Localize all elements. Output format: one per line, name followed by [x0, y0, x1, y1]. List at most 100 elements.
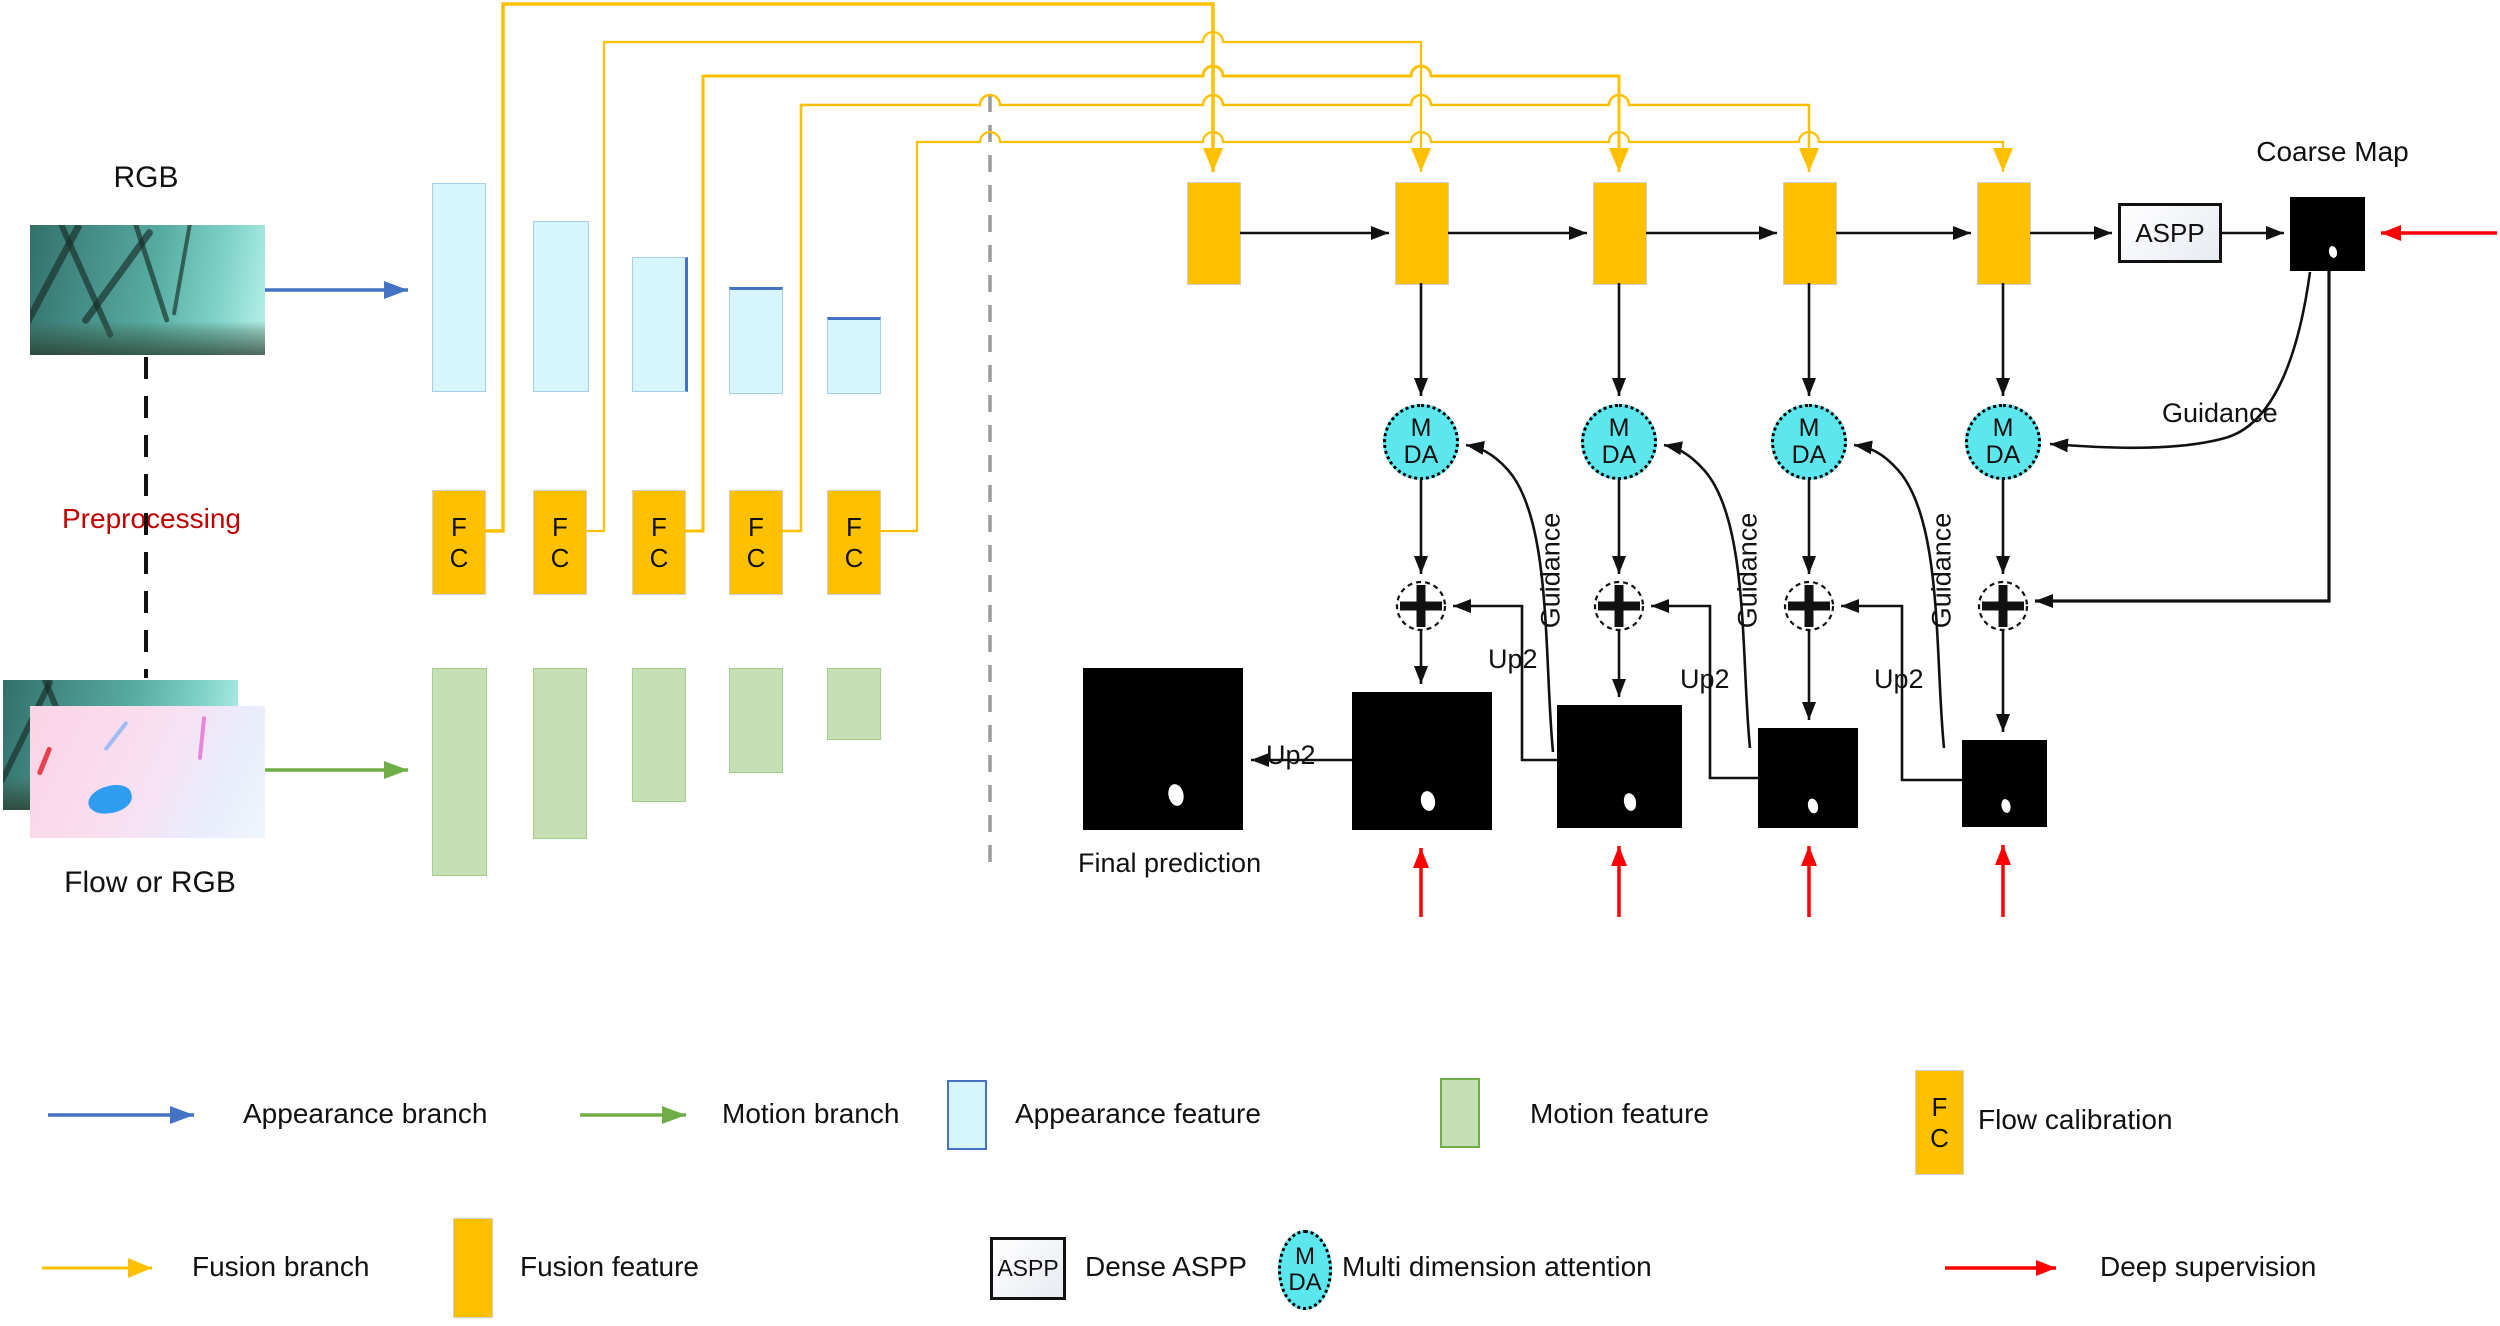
fc-letter-f: F — [552, 511, 568, 542]
motion-feature-bar-1 — [432, 668, 487, 876]
legend-appearance-feature-swatch — [947, 1080, 987, 1150]
motion-feature-bar-3 — [632, 668, 686, 802]
fc-letter-c: C — [746, 542, 766, 573]
aspp-label: ASPP — [2135, 217, 2205, 248]
up2-label-final: Up2 — [1266, 740, 1316, 770]
rgb-input-image — [30, 225, 265, 355]
final-prediction-image — [1083, 668, 1243, 830]
fc-letter-f: F — [651, 511, 667, 542]
mda-letter-da: DA — [1791, 441, 1827, 469]
deep-supervision-arrows — [1413, 225, 2497, 917]
guidance-curve-coarse — [2049, 271, 2312, 453]
prediction-map-3 — [1557, 705, 1682, 828]
mda-letter-m: M — [1295, 1243, 1315, 1270]
fusion-line-5 — [879, 130, 2013, 533]
mda-letter-m: M — [1410, 414, 1432, 442]
guidance-curve-4 — [1853, 440, 1946, 749]
legend-label-multi-dimension-attention: Multi dimension attention — [1342, 1251, 1652, 1282]
aspp-box: ASPP — [2118, 203, 2222, 263]
prediction-map-4 — [1758, 728, 1858, 828]
mda-letter-da: DA — [1985, 441, 2021, 469]
appearance-feature-bar-3 — [632, 257, 688, 392]
guidance-label-coarse: Guidance — [2162, 398, 2278, 428]
legend-label-motion-branch: Motion branch — [722, 1098, 900, 1129]
legend-fusion-feature-swatch — [453, 1218, 493, 1318]
mda-circle-4: M DA — [1965, 404, 2041, 480]
flow-input-image — [30, 706, 265, 838]
fusion-line-3 — [684, 64, 1629, 533]
fc-letter-c: C — [449, 542, 469, 573]
mda-circle-1: M DA — [1383, 404, 1459, 480]
appearance-feature-bar-2 — [533, 221, 589, 392]
flow-calibration-box-2: F C — [533, 490, 587, 595]
fc-letter-f: F — [748, 511, 764, 542]
map-blobs — [1168, 246, 2338, 814]
flow-calibration-box-5: F C — [827, 490, 881, 595]
legend-mda-swatch: M DA — [1278, 1230, 1332, 1310]
guidance-curve-2 — [1465, 441, 1555, 753]
sum-node-4 — [1783, 580, 1835, 632]
legend-label-deep-supervision: Deep supervision — [2100, 1251, 2317, 1282]
preprocessing-label: Preprocessing — [62, 503, 241, 534]
fc-letter-f: F — [451, 511, 467, 542]
legend-motion-feature-swatch — [1440, 1078, 1480, 1148]
fusion-feature-box-1 — [1187, 182, 1241, 285]
aspp-label: ASPP — [997, 1255, 1059, 1281]
map3-up2-riser-arrow — [1453, 599, 1557, 762]
guidance-curve-3 — [1663, 441, 1752, 749]
sum-node-5 — [1977, 580, 2029, 632]
sum-node-2 — [1395, 580, 1447, 632]
prediction-map-2 — [1352, 692, 1492, 830]
legend-aspp-swatch: ASPP — [990, 1237, 1066, 1300]
rgb-input-label: RGB — [113, 161, 179, 194]
map5-up2-riser-arrow — [1841, 599, 1962, 782]
pipeline-arrows — [1240, 226, 2331, 782]
sum-nodes — [1395, 580, 2029, 632]
fusion-line-4 — [781, 93, 1819, 533]
mda-circle-3: M DA — [1771, 404, 1847, 480]
legend-label-dense-aspp: Dense ASPP — [1085, 1251, 1247, 1282]
legend-label-motion-feature: Motion feature — [1530, 1098, 1709, 1129]
mda-letter-m: M — [1798, 414, 1820, 442]
fusion-feature-box-3 — [1593, 182, 1647, 285]
flow-input-label: Flow or RGB — [64, 866, 236, 899]
fc-letter-c: C — [1930, 1122, 1949, 1153]
motion-feature-bar-4 — [729, 668, 783, 773]
coarse-map-label: Coarse Map — [2256, 136, 2409, 167]
flow-calibration-box-4: F C — [729, 490, 783, 595]
legend-flow-calibration-swatch: F C — [1915, 1070, 1964, 1175]
map4-up2-riser-arrow — [1651, 599, 1758, 780]
mda-letter-da: DA — [1403, 441, 1439, 469]
up2-label-2: Up2 — [1488, 644, 1538, 674]
mda-letter-m: M — [1992, 414, 2014, 442]
fusion-line-1 — [484, 2, 1223, 533]
sum-node-3 — [1593, 580, 1645, 632]
legend-label-appearance-branch: Appearance branch — [243, 1098, 488, 1129]
mda-circle-2: M DA — [1581, 404, 1657, 480]
fc-letter-c: C — [844, 542, 864, 573]
appearance-feature-bar-1 — [432, 183, 486, 392]
guidance-curves — [1465, 271, 2312, 753]
fc-letter-c: C — [649, 542, 669, 573]
up2-label-4: Up2 — [1874, 664, 1924, 694]
legend-label-appearance-feature: Appearance feature — [1015, 1098, 1261, 1129]
mda-letter-da: DA — [1601, 441, 1637, 469]
mda-letter-m: M — [1608, 414, 1630, 442]
motion-feature-bar-2 — [533, 668, 587, 839]
appearance-feature-bar-4 — [729, 287, 783, 394]
fc-letter-f: F — [1931, 1091, 1948, 1122]
fusion-feature-box-5 — [1977, 182, 2031, 285]
legend-label-flow-calibration: Flow calibration — [1978, 1104, 2173, 1135]
fusion-line-2 — [587, 30, 1431, 533]
flow-calibration-box-3: F C — [632, 490, 686, 595]
coarse-map-image — [2290, 197, 2365, 271]
fc-letter-f: F — [846, 511, 862, 542]
motion-feature-bar-5 — [827, 668, 881, 740]
appearance-feature-bar-5 — [827, 317, 881, 394]
final-prediction-label: Final prediction — [1078, 848, 1262, 878]
legend-label-fusion-feature: Fusion feature — [520, 1251, 699, 1282]
prediction-map-5 — [1962, 740, 2047, 827]
fc-letter-c: C — [550, 542, 570, 573]
